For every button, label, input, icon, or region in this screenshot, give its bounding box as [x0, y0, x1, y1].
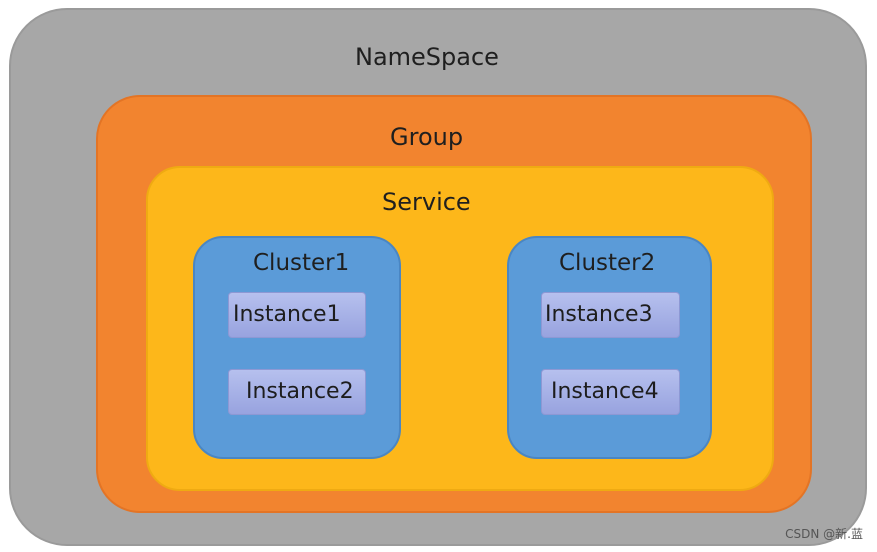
cluster-box-1: [193, 236, 401, 459]
group-label: Group: [390, 123, 464, 151]
namespace-label: NameSpace: [355, 43, 499, 71]
instance-label-2: Instance2: [246, 379, 354, 404]
instance-box-2: Instance2: [228, 369, 366, 415]
cluster-box-2: [507, 236, 712, 459]
watermark: CSDN @新.蓝: [785, 527, 863, 541]
cluster-label-1: Cluster1: [253, 250, 350, 276]
instance-label-1: Instance1: [233, 302, 341, 327]
instance-label-4: Instance4: [551, 379, 659, 404]
instance-box-3: Instance3: [541, 292, 680, 338]
instance-label-3: Instance3: [545, 302, 653, 327]
instance-box-4: Instance4: [541, 369, 680, 415]
cluster-label-2: Cluster2: [559, 250, 656, 276]
service-label: Service: [382, 188, 471, 216]
instance-box-1: Instance1: [228, 292, 366, 338]
